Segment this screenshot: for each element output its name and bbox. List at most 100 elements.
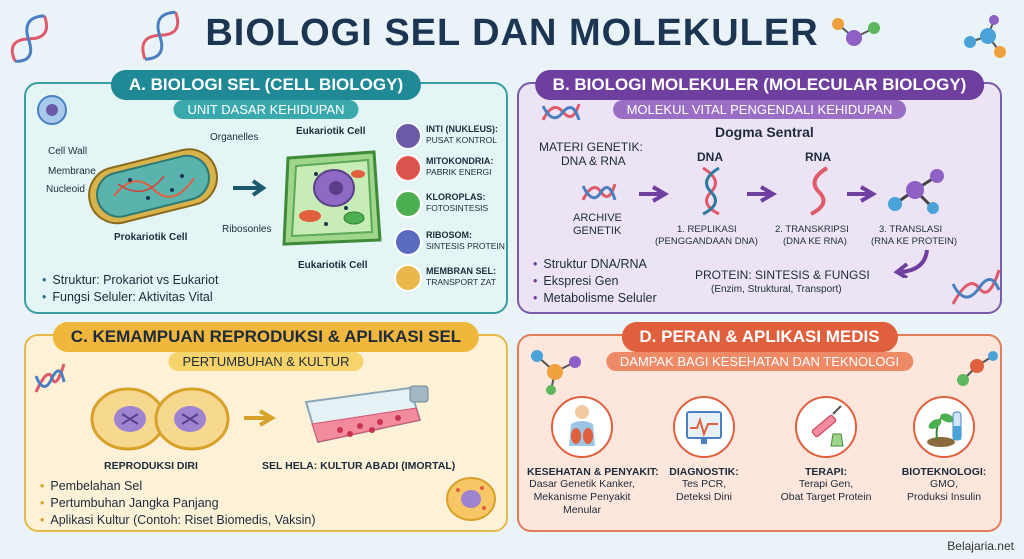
- label-membrane: Membrane: [48, 166, 96, 177]
- dna-label: DNA: [697, 150, 723, 164]
- list-item: Struktur: Prokariot vs Eukariot: [42, 272, 218, 289]
- dogma-title: Dogma Sentral: [715, 124, 814, 140]
- medical-item-desc: Dasar Genetik Kanker,: [529, 478, 635, 490]
- organelle-ribosome: RIBOSOM: SINTESIS PROTEIN: [394, 228, 506, 258]
- dna-helix-icon: [34, 363, 66, 393]
- section-c-bullets: Pembelahan Sel Pertumbuhan Jangka Panjan…: [40, 478, 316, 529]
- medical-item-desc: GMO,: [930, 478, 958, 490]
- organelle-name: MEMBRAN SEL:: [426, 266, 496, 276]
- section-c-subtitle: PERTUMBUHAN & KULTUR: [168, 352, 364, 371]
- step-translation: 3. TRANSLASI: [879, 224, 943, 235]
- arrow-right-icon: [747, 185, 777, 203]
- materi-genetik: MATERI GENETIK:: [539, 140, 643, 154]
- health-lungs-icon: [551, 396, 613, 458]
- list-item: Metabolisme Seluler: [533, 290, 656, 307]
- eukaryotic-cell-illustration: [282, 150, 382, 246]
- section-a-subtitle: UNIT DASAR KEHIDUPAN: [173, 100, 359, 119]
- section-reproduction: C. KEMAMPUAN REPRODUKSI & APLIKASI SEL P…: [24, 322, 508, 532]
- step-transcription-desc: (DNA KE RNA): [783, 236, 847, 247]
- section-cell-biology: A. BIOLOGI SEL (CELL BIOLOGY) UNIT DASAR…: [24, 70, 508, 314]
- arrow-right-icon: [847, 185, 877, 203]
- therapy-syringe-icon: [795, 396, 857, 458]
- medical-item-desc: Obat Target Protein: [780, 491, 872, 503]
- medical-item-desc: Menular: [563, 504, 601, 516]
- cell-icon: [37, 95, 67, 125]
- protein-synthesis: PROTEIN: SINTESIS & FUNGSI: [695, 268, 870, 282]
- section-c-header: C. KEMAMPUAN REPRODUKSI & APLIKASI SEL: [52, 322, 480, 352]
- dna-helix-icon: [10, 14, 49, 63]
- nucleus-icon: [394, 122, 422, 150]
- label-cell-wall: Cell Wall: [48, 146, 88, 157]
- list-item: Struktur DNA/RNA: [533, 256, 657, 273]
- organelle-nucleus: INTI (NUKLEUS): PUSAT KONTROL: [394, 122, 506, 152]
- materi-dna-rna: DNA & RNA: [561, 154, 626, 168]
- organelle-desc: PABRIK ENERGI: [426, 167, 492, 177]
- dna-helix-icon: [541, 103, 581, 121]
- list-item: Fungsi Seluler: Aktivitas Vital: [42, 289, 218, 306]
- rna-label: RNA: [805, 150, 831, 164]
- organelle-cell-membrane: MEMBRAN SEL: TRANSPORT ZAT: [394, 264, 506, 294]
- step-replication-desc: (PENGGANDAAN DNA): [655, 236, 758, 247]
- label-prokaryotic-cell: Prokariotik Cell: [114, 232, 188, 243]
- medical-item-desc: Produksi Insulin: [906, 491, 982, 503]
- organelle-desc: FOTOSINTESIS: [426, 203, 489, 213]
- medical-item-name: KESEHATAN & PENYAKIT:: [527, 466, 659, 478]
- molecule-icon: [957, 351, 998, 386]
- medical-item-desc: Terapi Gen,: [798, 478, 854, 490]
- biotech-plant-icon: [913, 396, 975, 458]
- organelle-desc: TRANSPORT ZAT: [426, 277, 496, 287]
- section-d-subtitle: DAMPAK BAGI KESEHATAN DAN TEKNOLOGI: [605, 352, 914, 371]
- dna-archive-icon: [581, 183, 617, 201]
- label-ribosomes: Ribosonles: [222, 224, 272, 235]
- chloroplast-icon: [394, 190, 422, 218]
- archive-label: ARCHIVE: [573, 212, 622, 224]
- section-medical: D. PERAN & APLIKASI MEDIS DAMPAK BAGI KE…: [517, 322, 1002, 532]
- protein-functions: (Enzim, Struktural, Transport): [711, 284, 842, 295]
- organelle-name: RIBOSOM:: [426, 230, 472, 240]
- diagnostic-monitor-icon: [673, 396, 735, 458]
- medical-item-name: DIAGNOSTIK:: [669, 466, 739, 478]
- arrow-right-icon: [244, 409, 276, 427]
- footer-credit: Belajaria.net: [947, 539, 1014, 553]
- list-item: Ekspresi Gen: [533, 273, 657, 290]
- label-organelles: Organelles: [210, 132, 259, 143]
- section-molecular-biology: B. BIOLOGI MOLEKULER (MOLECULAR BIOLOGY)…: [517, 70, 1002, 314]
- organelle-desc: SINTESIS PROTEIN: [426, 241, 505, 251]
- organelle-name: INTI (NUKLEUS):: [426, 124, 498, 134]
- organelle-name: MITOKONDRIA:: [426, 156, 494, 166]
- arrow-right-icon: [233, 179, 267, 197]
- list-item: Aplikasi Kultur (Contoh: Riset Biomedis,…: [40, 512, 315, 529]
- list-item: Pertumbuhan Jangka Panjang: [40, 495, 316, 512]
- rna-strand-icon: [810, 166, 829, 216]
- cell-membrane-icon: [394, 264, 422, 292]
- section-d-header: D. PERAN & APLIKASI MEDIS: [621, 322, 898, 352]
- prokaryotic-cell-illustration: [88, 148, 218, 225]
- label-eukaryotic-cell-top: Eukariotik Cell: [296, 126, 366, 137]
- medical-item-desc: Tes PCR,: [681, 478, 727, 490]
- page-title: BIOLOGI SEL DAN MOLEKULER: [205, 12, 819, 54]
- medical-item-biotech: BIOTEKNOLOGI: GMO, Produksi Insulin: [889, 396, 999, 504]
- label-eukaryotic-cell-bottom: Eukariotik Cell: [298, 260, 368, 271]
- curved-arrow-icon: [893, 249, 929, 278]
- molecule-icon: [531, 350, 581, 395]
- reproduction-label: REPRODUKSI DIRI: [104, 460, 198, 472]
- protein-molecule-icon: [888, 169, 944, 214]
- medical-item-name: TERAPI:: [805, 466, 847, 478]
- archive-label-2: GENETIK: [573, 225, 622, 237]
- organelle-name: KLOROPLAS:: [426, 192, 486, 202]
- cell-division-illustration: [90, 387, 230, 451]
- section-b-subtitle: MOLEKUL VITAL PENGENDALI KEHIDUPAN: [612, 100, 907, 119]
- organelle-desc: PUSAT KONTROL: [426, 135, 498, 145]
- label-nucleoid: Nucleoid: [46, 184, 85, 195]
- ribosome-icon: [394, 228, 422, 256]
- section-b-bullets: Struktur DNA/RNA Ekspresi Gen Metabolism…: [533, 256, 657, 307]
- step-replication: 1. REPLIKASI: [677, 224, 737, 235]
- hela-label: SEL HELA: KULTUR ABADI (IMORTAL): [262, 460, 456, 472]
- mitochondria-icon: [394, 154, 422, 182]
- organelle-mitochondria: MITOKONDRIA: PABRIK ENERGI: [394, 154, 506, 184]
- medical-item-diagnostic: DIAGNOSTIK: Tes PCR, Deteksi Dini: [649, 396, 759, 504]
- cell-icon: [446, 477, 496, 521]
- organelle-chloroplast: KLOROPLAS: FOTOSINTESIS: [394, 190, 506, 220]
- medical-item-health: KESEHATAN & PENYAKIT: Dasar Genetik Kank…: [527, 396, 659, 517]
